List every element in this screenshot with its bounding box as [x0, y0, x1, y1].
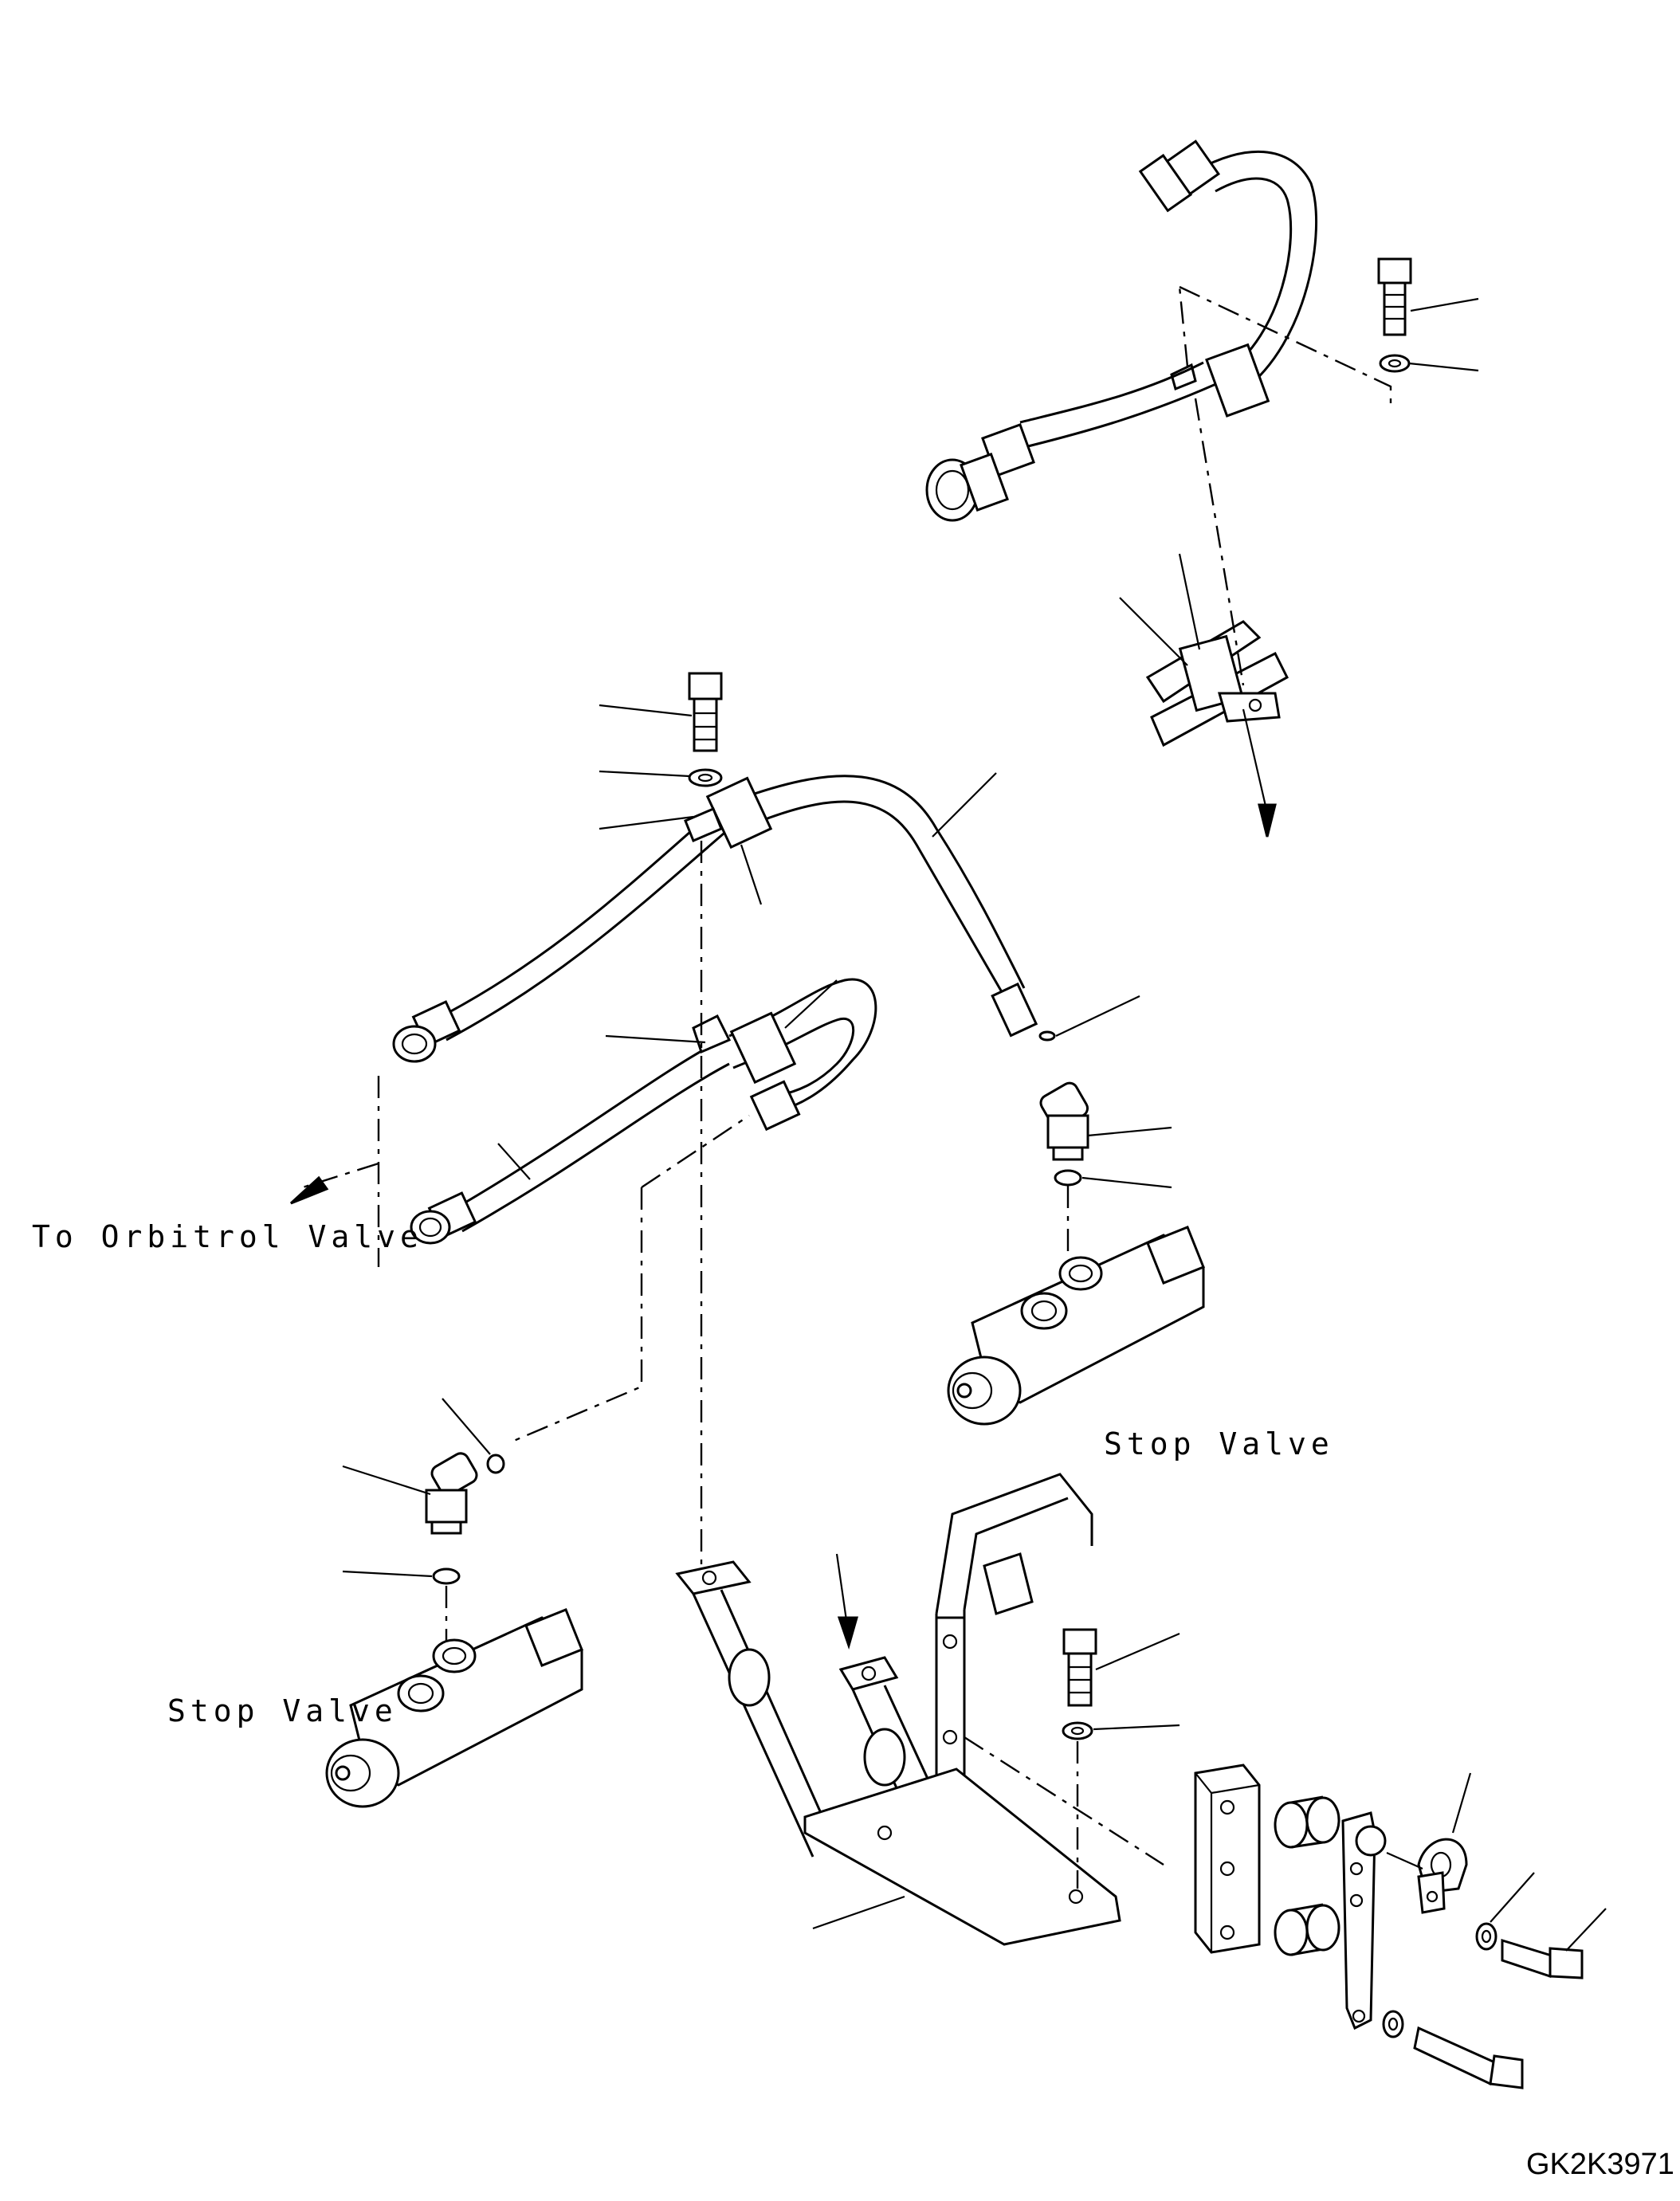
- clamp-bolt-short: [1501, 1938, 1584, 1979]
- upper-hose-top-fitting: [1138, 139, 1221, 213]
- label-to-orbitrol-valve: To Orbitrol Valve: [32, 1219, 423, 1254]
- left-small-o-ring: [486, 1454, 505, 1474]
- mounting-bracket: [675, 1473, 1121, 1946]
- left-o-ring: [432, 1567, 461, 1585]
- bracket-washer: [1062, 1721, 1093, 1740]
- upper-hose-assembly: [925, 139, 1392, 686]
- p-clamp: [1417, 1838, 1468, 1914]
- spacer-lower: [1274, 1903, 1340, 1956]
- label-stop-valve-right: Stop Valve: [1104, 1426, 1334, 1461]
- upper-hose-clamp: [1205, 343, 1270, 418]
- right-elbow-fitting: [1039, 1081, 1089, 1161]
- spacer-upper: [1274, 1795, 1340, 1849]
- bracket-bolt: [1062, 1628, 1097, 1707]
- clamp-washer-lower: [1382, 2010, 1404, 2038]
- clamp-block: [1194, 1764, 1261, 1954]
- stop-valve-right: [947, 1226, 1205, 1426]
- stop-valve-left: [325, 1608, 583, 1808]
- clamp-washer-upper: [1475, 1922, 1497, 1951]
- leader-line: [1408, 362, 1479, 372]
- upper-left-bolt: [688, 672, 723, 752]
- right-o-ring: [1054, 1169, 1082, 1187]
- clamp-bolt-long: [1413, 2026, 1524, 2089]
- mid-right-clamp-group: [1145, 620, 1289, 747]
- label-stop-valve-left: Stop Valve: [167, 1693, 398, 1728]
- clamp-plate: [1341, 1811, 1387, 2030]
- upper-hose-sleeve: [705, 776, 773, 849]
- left-elbow-fitting: [425, 1452, 478, 1535]
- upper-left-washer: [688, 768, 723, 787]
- upper-washer: [1379, 354, 1411, 373]
- drawing-code: GK2K3971: [1526, 2148, 1674, 2181]
- leader-line: [1410, 297, 1479, 312]
- upper-hose-left-fitting: [925, 423, 1035, 522]
- upper-bolt: [1377, 257, 1412, 336]
